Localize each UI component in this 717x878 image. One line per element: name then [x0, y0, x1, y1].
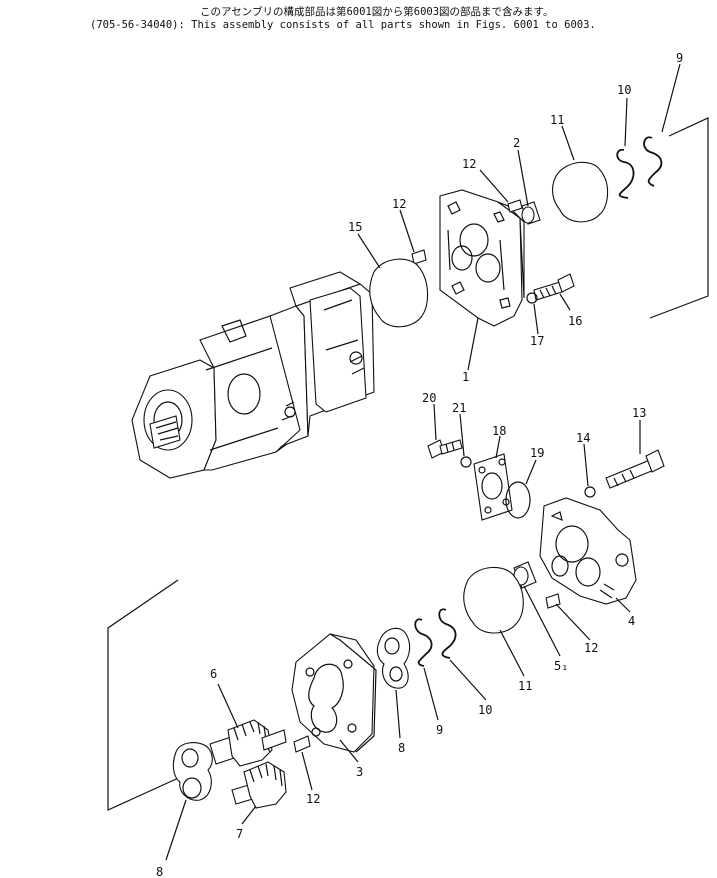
callout-10-lower: 10 — [478, 703, 492, 717]
callout-5: 5₁ — [554, 659, 568, 673]
callout-12-upper-a: 12 — [462, 157, 476, 171]
callout-16: 16 — [568, 314, 582, 328]
callout-2: 2 — [513, 136, 520, 150]
leader-lines — [165, 63, 681, 861]
part-11-seal-lower — [463, 566, 524, 634]
callout-21: 21 — [452, 401, 466, 415]
callout-14: 14 — [576, 431, 590, 445]
part-12-dowel-pin-lower-left — [293, 735, 311, 753]
callout-17: 17 — [530, 334, 544, 348]
callout-11-lower: 11 — [518, 679, 532, 693]
callout-7: 7 — [236, 827, 243, 841]
part-16-bolt — [533, 273, 575, 301]
callout-20: 20 — [422, 391, 436, 405]
callout-8-lower: 8 — [156, 865, 163, 878]
part-20-bolt — [427, 439, 463, 459]
assembly-part-number: (705-56-34040) — [90, 19, 179, 31]
lower-group-bracket — [107, 579, 197, 811]
callout-11-upper: 11 — [550, 113, 564, 127]
part-12-dowel-pin-upper-b — [411, 249, 427, 265]
callout-4: 4 — [628, 614, 635, 628]
callout-10-upper: 10 — [617, 83, 631, 97]
callouts: 9 10 11 2 12 12 15 16 17 1 20 21 13 18 1… — [156, 51, 683, 878]
part-17-washer — [526, 292, 538, 304]
callout-8-middle: 8 — [398, 741, 405, 755]
callout-12-upper-b: 12 — [392, 197, 406, 211]
part-8-wear-plate-middle — [376, 627, 411, 689]
part-8-wear-plate-lower — [172, 742, 213, 801]
pump-assembly-illustration — [131, 271, 375, 479]
callout-19: 19 — [530, 446, 544, 460]
callout-12-lower-left: 12 — [306, 792, 320, 806]
callout-3: 3 — [356, 765, 363, 779]
callout-15: 15 — [348, 220, 362, 234]
callout-9-upper: 9 — [676, 51, 683, 65]
callout-9-lower: 9 — [436, 723, 443, 737]
part-19-o-ring — [505, 481, 531, 519]
part-11-seal-upper — [551, 161, 609, 223]
part-15-seal — [369, 258, 429, 328]
callout-6: 6 — [210, 667, 217, 681]
part-10-backup-ring-lower — [438, 608, 457, 659]
part-21-washer — [460, 456, 472, 468]
part-9-ring-upper — [643, 136, 663, 187]
part-2-bushing — [521, 201, 541, 225]
part-18-plate — [473, 453, 513, 521]
assembly-description: : This assembly consists of all parts sh… — [178, 19, 596, 31]
part-6-drive-gear — [209, 719, 287, 767]
part-1-end-cover — [439, 189, 525, 327]
callout-12-lower-right: 12 — [584, 641, 598, 655]
callout-1: 1 — [462, 370, 469, 384]
part-9-ring-lower — [414, 618, 433, 667]
part-12-dowel-pin-upper-a — [507, 199, 523, 213]
callout-18: 18 — [492, 424, 506, 438]
part-4-housing — [539, 497, 637, 605]
callout-13: 13 — [632, 406, 646, 420]
part-7-driven-gear — [231, 761, 287, 809]
part-10-backup-ring-upper — [616, 148, 635, 199]
assembly-note: (705-56-34040): This assembly consists o… — [90, 19, 596, 32]
japanese-note: このアセンブリの構成部品は第6001図から第6003図の部品まで含みます。 — [200, 6, 554, 18]
part-14-washer — [584, 486, 596, 498]
part-13-bolt — [605, 449, 665, 489]
upper-group-bracket — [649, 117, 709, 319]
part-3-gear-body — [291, 633, 377, 753]
